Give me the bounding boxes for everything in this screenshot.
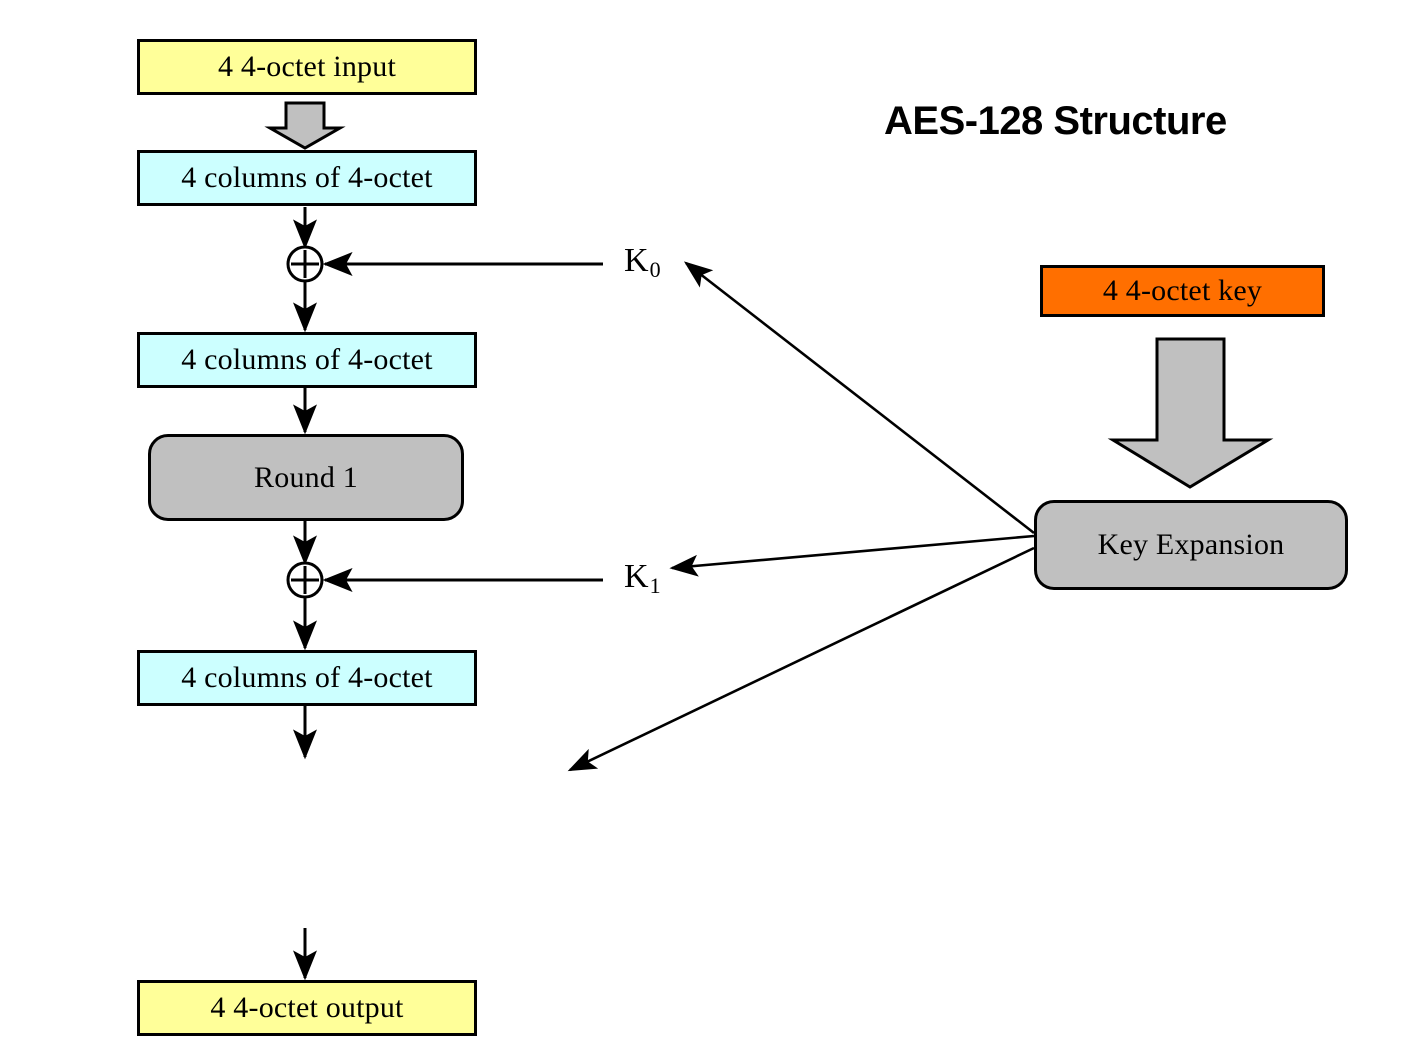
node-key-block: 4 4-octet key (1040, 265, 1325, 317)
connector-keyexp-to-k0 (683, 261, 1035, 535)
node-output-block: 4 4-octet output (137, 980, 477, 1036)
node-key-expansion-label: Key Expansion (1097, 528, 1285, 561)
connector-keyexp-to-later-rounds (567, 546, 1035, 772)
node-state-3-label: 4 columns of 4-octet (181, 661, 433, 694)
node-key-label: 4 4-octet key (1102, 274, 1263, 307)
round-key-0-base: K (624, 242, 649, 279)
node-state-1: 4 columns of 4-octet (137, 150, 477, 206)
round-key-label-0: K0 (624, 242, 661, 282)
connector-keyexp-to-k1 (669, 534, 1035, 577)
node-state-1-label: 4 columns of 4-octet (181, 161, 433, 194)
node-round-1-label: Round 1 (254, 460, 358, 494)
node-state-3: 4 columns of 4-octet (137, 650, 477, 706)
node-key-expansion: Key Expansion (1034, 500, 1348, 590)
node-state-2-label: 4 columns of 4-octet (181, 343, 433, 376)
round-key-0-subscript: 0 (649, 257, 661, 282)
round-key-1-base: K (624, 558, 649, 595)
xor-gate-0 (286, 245, 324, 283)
node-round-1: Round 1 (148, 434, 464, 521)
page-title: AES-128 Structure (884, 99, 1227, 143)
block-arrow-input-to-state1 (264, 101, 346, 150)
round-key-label-1: K1 (624, 558, 661, 598)
node-state-2: 4 columns of 4-octet (137, 332, 477, 388)
xor-gate-1 (286, 561, 324, 599)
node-output-label: 4 4-octet output (210, 991, 404, 1024)
node-input-label: 4 4-octet input (218, 50, 396, 83)
round-key-1-subscript: 1 (649, 573, 661, 598)
block-arrow-key-to-key-expansion (1107, 337, 1274, 489)
node-input-block: 4 4-octet input (137, 39, 477, 95)
